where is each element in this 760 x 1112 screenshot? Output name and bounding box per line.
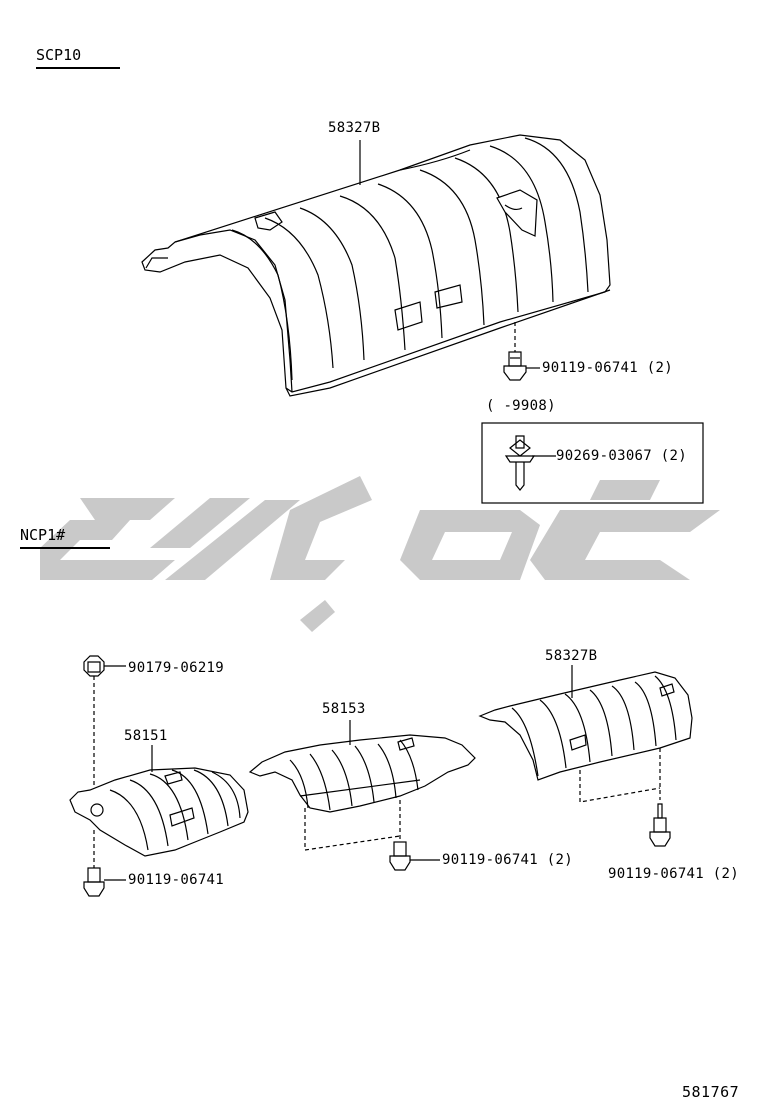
range-note: ( -9908) — [486, 398, 556, 414]
part-label-left-cover: 58151 — [124, 728, 168, 744]
heat-insulator-58153 — [248, 734, 476, 813]
bolt-left — [83, 867, 105, 897]
part-label-top-rivet: 90269-03067 (2) — [556, 448, 687, 464]
bolt-top — [503, 351, 527, 381]
heat-insulator-58327b-bottom — [478, 671, 693, 781]
part-label-right-bolt: 90119-06741 (2) — [608, 866, 739, 882]
rivet-box — [481, 422, 704, 504]
part-label-top-cover: 58327B — [328, 120, 381, 136]
bolt-mid — [389, 841, 411, 871]
part-label-mid-bolt: 90119-06741 (2) — [442, 852, 573, 868]
rivet-icon — [504, 435, 536, 491]
bolt-right — [649, 803, 671, 847]
heat-insulator-58151 — [69, 767, 249, 857]
part-label-left-bolt: 90119-06741 — [128, 872, 225, 888]
heat-insulator-58327b-top — [141, 134, 611, 397]
part-label-nut: 90179-06219 — [128, 660, 225, 676]
part-label-top-bolt: 90119-06741 (2) — [542, 360, 673, 376]
section-header-ncp1: NCP1# — [20, 526, 110, 549]
part-label-mid-cover: 58153 — [322, 701, 366, 717]
diagram-reference-number: 581767 — [682, 1083, 740, 1101]
nut-icon — [83, 655, 105, 677]
section-header-scp10: SCP10 — [36, 46, 120, 69]
part-label-right-cover: 58327B — [545, 648, 598, 664]
